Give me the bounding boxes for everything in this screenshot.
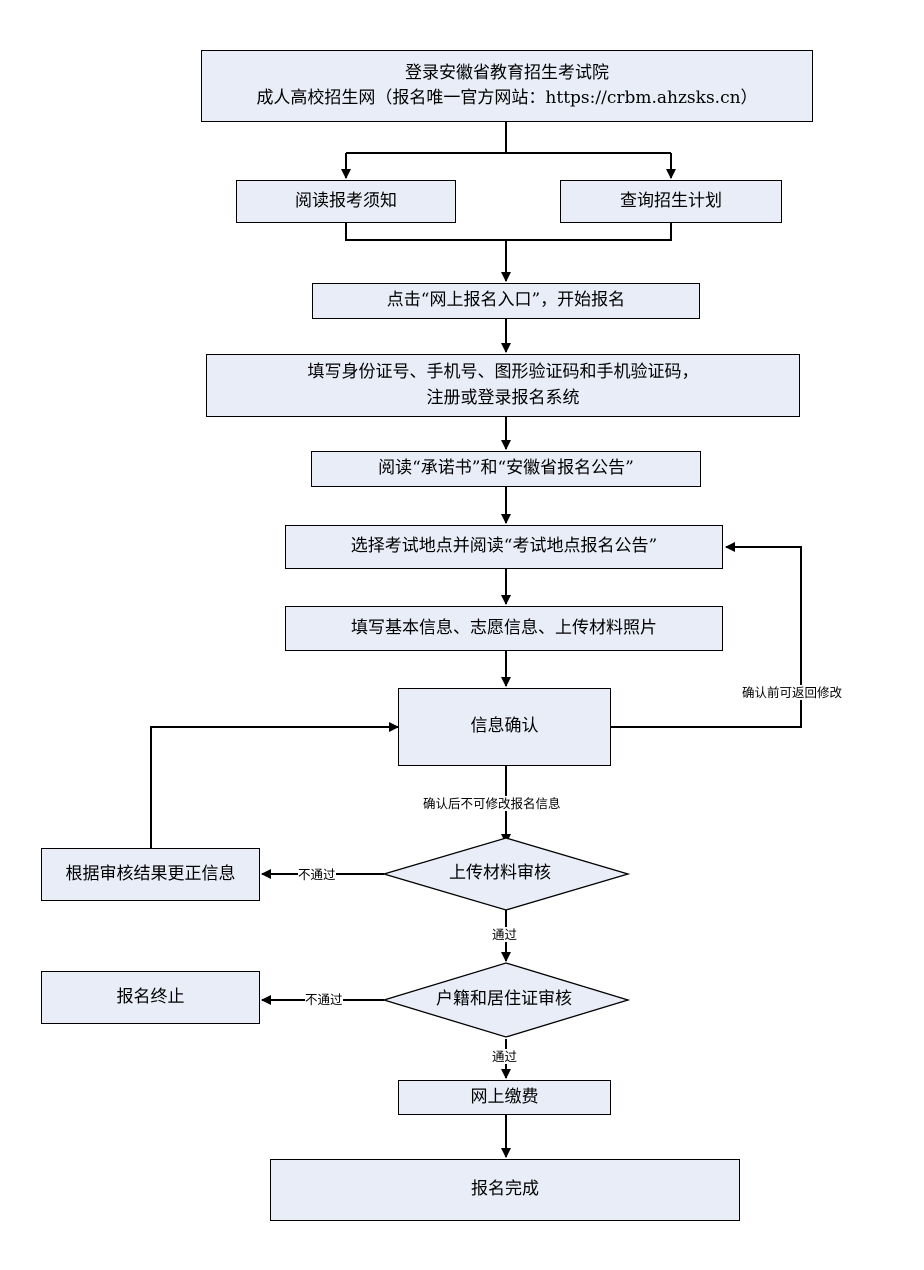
edge-return-loop	[611, 542, 802, 728]
edge-start-split	[346, 122, 671, 154]
node-done-text: 报名完成	[471, 1179, 539, 1200]
node-query-plan-text: 查询招生计划	[620, 190, 722, 211]
node-read-promise: 阅读“承诺书”和“安徽省报名公告”	[311, 451, 701, 487]
node-select-site: 选择考试地点并阅读“考试地点报名公告”	[285, 525, 723, 569]
edge-correct-loop	[150, 722, 399, 848]
label-pass-1: 通过	[492, 927, 518, 942]
diamond-review-upload	[381, 837, 631, 911]
node-payment-text: 网上缴费	[470, 1086, 539, 1107]
label-fail-2: 不通过	[305, 992, 343, 1007]
node-read-promise-text: 阅读“承诺书”和“安徽省报名公告”	[378, 458, 634, 479]
node-terminated-text: 报名终止	[116, 986, 185, 1007]
node-correct-info-text: 根据审核结果更正信息	[65, 863, 236, 884]
node-start-line-1: 登录安徽省教育招生考试院	[405, 62, 609, 83]
node-click-entry: 点击“网上报名入口”，开始报名	[312, 283, 700, 319]
node-query-plan: 查询招生计划	[560, 180, 782, 223]
node-start-line-2: 成人高校招生网（报名唯一官方网站：https://crbm.ahzsks.cn）	[256, 88, 758, 108]
node-payment: 网上缴费	[398, 1080, 611, 1115]
diamond-review-hukou-label: 户籍和居住证审核	[436, 989, 572, 1009]
node-read-notice-text: 阅读报考须知	[295, 190, 397, 211]
label-no-modify: 确认后不可修改报名信息	[423, 796, 561, 811]
node-register: 填写身份证号、手机号、图形验证码和手机验证码， 注册或登录报名系统	[206, 354, 800, 417]
edge-merge	[345, 223, 672, 281]
node-register-line-2: 注册或登录报名系统	[426, 387, 580, 408]
node-fill-info: 填写基本信息、志愿信息、上传材料照片	[285, 606, 723, 651]
label-fail-1: 不通过	[298, 867, 336, 882]
node-fill-info-text: 填写基本信息、志愿信息、上传材料照片	[351, 617, 657, 638]
diamond-review-upload-label: 上传材料审核	[449, 863, 551, 883]
node-select-site-text: 选择考试地点并阅读“考试地点报名公告”	[350, 536, 658, 557]
node-correct-info: 根据审核结果更正信息	[41, 848, 260, 901]
node-register-line-1: 填写身份证号、手机号、图形验证码和手机验证码，	[307, 362, 699, 382]
node-done: 报名完成	[270, 1159, 740, 1221]
node-start: 登录安徽省教育招生考试院 成人高校招生网（报名唯一官方网站：https://cr…	[201, 50, 813, 122]
label-can-return: 确认前可返回修改	[742, 685, 843, 700]
label-pass-2: 通过	[492, 1049, 518, 1064]
diamond-review-hukou	[381, 962, 631, 1038]
node-confirm: 信息确认	[398, 688, 611, 766]
node-terminated: 报名终止	[41, 971, 260, 1024]
node-click-entry-text: 点击“网上报名入口”，开始报名	[386, 290, 626, 311]
node-read-notice: 阅读报考须知	[236, 180, 456, 223]
node-confirm-text: 信息确认	[470, 716, 539, 737]
